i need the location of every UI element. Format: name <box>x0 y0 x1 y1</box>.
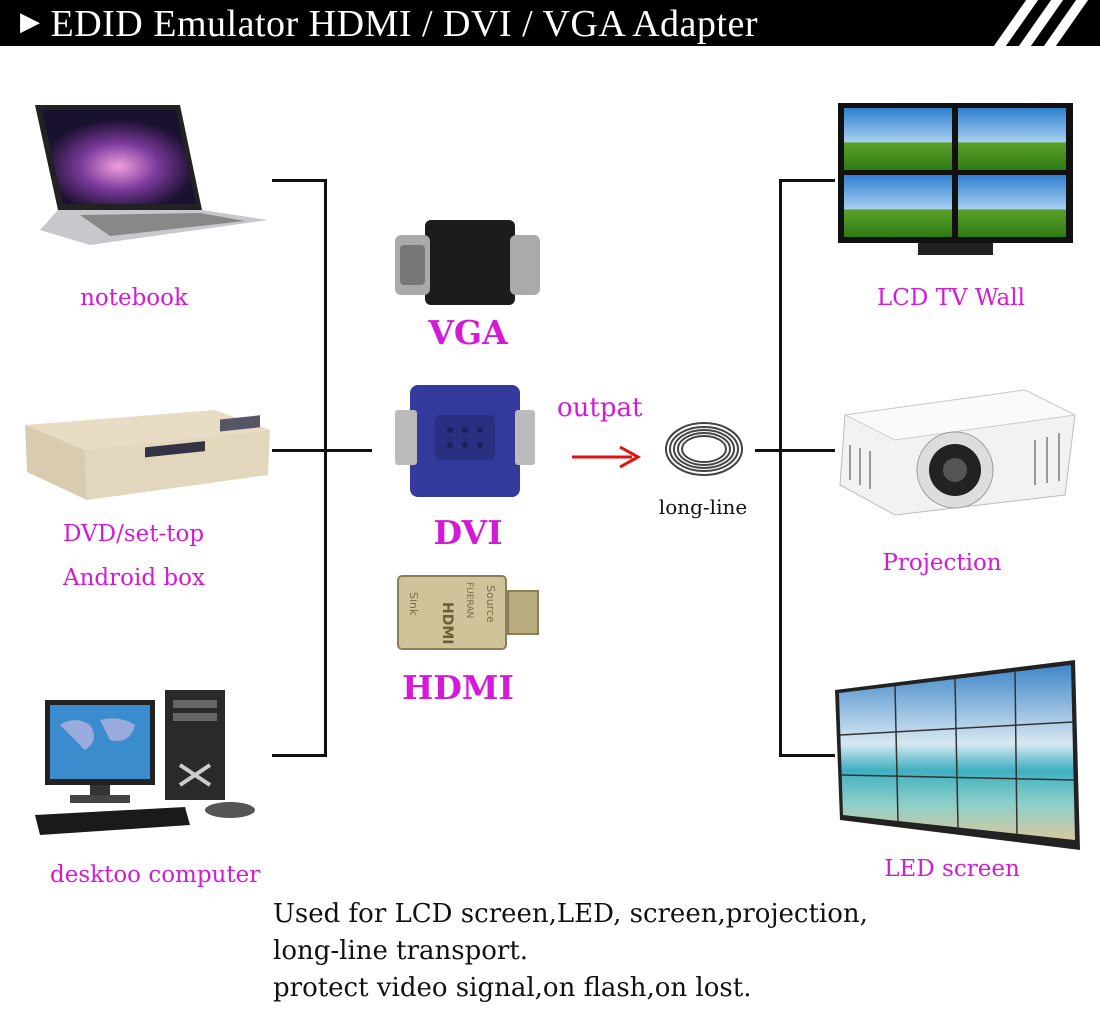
source-label-desktop: desktoo computer <box>50 862 261 888</box>
connector-line <box>779 754 835 757</box>
notebook-image <box>35 105 268 245</box>
projector-image <box>839 389 1077 516</box>
connector-line <box>272 754 327 757</box>
title-bar: ▶ EDID Emulator HDMI / DVI / VGA Adapter <box>0 0 1100 46</box>
connector-line <box>755 449 835 452</box>
page-title: ▶ EDID Emulator HDMI / DVI / VGA Adapter <box>20 3 758 45</box>
hdmi-adapter-image: Source FUERAN HDMI Sink <box>397 575 507 650</box>
connector-line <box>779 179 835 182</box>
display-label-led: LED screen <box>884 856 1020 882</box>
hdmi-plug <box>507 590 539 635</box>
cable-label: long-line <box>658 495 748 519</box>
lcd-tv-wall-image <box>838 103 1073 255</box>
cable-coil-image <box>665 422 743 476</box>
dvd-player-image <box>25 410 270 500</box>
dvi-adapter-image <box>395 385 535 497</box>
led-screen-image <box>835 660 1080 850</box>
connector-line <box>272 179 327 182</box>
output-label: outpat <box>557 393 643 423</box>
adapter-label-hdmi: HDMI <box>402 668 514 707</box>
source-label-notebook: notebook <box>80 285 188 311</box>
display-label-projection: Projection <box>882 550 1002 576</box>
connector-line <box>324 179 327 757</box>
display-label-lcd: LCD TV Wall <box>877 285 1025 311</box>
adapter-label-vga: VGA <box>428 313 508 352</box>
triangle-right-icon: ▶ <box>20 7 41 36</box>
arrow-right-icon <box>572 445 642 469</box>
connector-line <box>779 179 782 757</box>
desktop-computer-image <box>35 690 255 835</box>
connector-line <box>272 449 372 452</box>
description-line-3: protect video signal,on flash,on lost. <box>273 973 752 1003</box>
description-line-2: long-line transport. <box>273 936 529 966</box>
source-label-android: Android box <box>63 565 205 591</box>
adapter-label-dvi: DVI <box>433 513 503 552</box>
vga-adapter-image <box>395 220 540 305</box>
description-line-1: Used for LCD screen,LED, screen,projecti… <box>273 899 868 929</box>
source-label-dvd: DVD/set-top <box>63 521 205 547</box>
